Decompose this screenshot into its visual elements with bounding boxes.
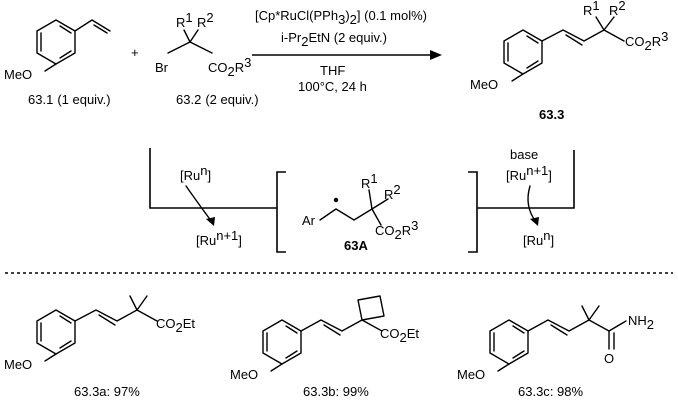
left-ru-bottom: [Run+1] bbox=[196, 228, 242, 248]
aryl-label: Ar bbox=[302, 213, 316, 228]
r2-label: R2 bbox=[384, 182, 401, 202]
plus-sign: + bbox=[131, 45, 139, 60]
right-curved-arrow-head bbox=[530, 217, 539, 226]
right-ru-top: [Run+1] bbox=[506, 163, 552, 183]
right-ru-bottom: [Run] bbox=[523, 228, 554, 248]
left-curved-arrow-head bbox=[206, 217, 215, 226]
structure-63-3c: MeO NH2 O bbox=[457, 305, 654, 382]
temp-time-label: 100°C, 24 h bbox=[298, 79, 367, 94]
methoxy-label: MeO bbox=[4, 67, 32, 82]
solvent-label: THF bbox=[320, 63, 345, 78]
structure-63-3a: MeO CO2Et bbox=[4, 295, 195, 372]
intermediate-63A-label: 63A bbox=[344, 238, 368, 253]
ester-label: CO2R3 bbox=[375, 218, 418, 242]
r1-label: R1 bbox=[583, 0, 600, 18]
methoxy-label: MeO bbox=[230, 367, 258, 382]
r1-label: R1 bbox=[176, 10, 193, 30]
right-curved-arrow bbox=[527, 185, 537, 223]
base-label: i-Pr2EtN (2 equiv.) bbox=[281, 30, 387, 49]
r2-label: R2 bbox=[609, 0, 626, 18]
r1-label: R1 bbox=[361, 171, 378, 191]
amide-o-label: O bbox=[604, 351, 614, 366]
compound-63-3a-label: 63.3a: 97% bbox=[74, 384, 140, 399]
ester-label: CO2R3 bbox=[625, 29, 668, 53]
left-curved-arrow bbox=[185, 185, 213, 223]
compound-63-3b-label: 63.3b: 99% bbox=[303, 384, 369, 399]
ester-label: CO2R3 bbox=[208, 55, 251, 79]
left-bracket bbox=[276, 171, 286, 253]
structure-63-3: MeO R1 R2 CO2R3 bbox=[470, 0, 668, 92]
structure-63-2: Br R1 R2 CO2R3 bbox=[155, 10, 251, 79]
base-label: base bbox=[510, 147, 538, 162]
ester-label: CO2Et bbox=[380, 326, 419, 345]
structure-63-3b: MeO CO2Et bbox=[230, 295, 419, 382]
reaction-arrow-head bbox=[430, 50, 442, 60]
bromo-label: Br bbox=[155, 60, 169, 75]
amide-n-label: NH2 bbox=[628, 313, 654, 332]
right-bracket bbox=[468, 171, 478, 253]
compound-63-1-label: 63.1(1 equiv.) bbox=[28, 92, 111, 107]
methoxy-label: MeO bbox=[4, 357, 32, 372]
compound-63-3-label: 63.3 bbox=[539, 107, 564, 122]
right-catalytic-line bbox=[477, 150, 575, 209]
radical-dot bbox=[333, 197, 339, 203]
methoxy-label: MeO bbox=[457, 367, 485, 382]
methoxy-label: MeO bbox=[470, 77, 498, 92]
catalyst-label: [Cp*RuCl(PPh3)2] (0.1 mol%) bbox=[255, 8, 427, 27]
structure-63-1: MeO bbox=[4, 19, 111, 82]
left-catalytic-line bbox=[149, 148, 277, 209]
ester-label: CO2Et bbox=[156, 316, 195, 335]
compound-63-2-label: 63.2(2 equiv.) bbox=[176, 92, 259, 107]
left-ru-top: [Run] bbox=[180, 163, 211, 183]
compound-63-3c-label: 63.3c: 98% bbox=[518, 384, 583, 399]
intermediate-63A: Ar R1 R2 CO2R3 bbox=[302, 171, 418, 242]
r2-label: R2 bbox=[197, 10, 214, 30]
